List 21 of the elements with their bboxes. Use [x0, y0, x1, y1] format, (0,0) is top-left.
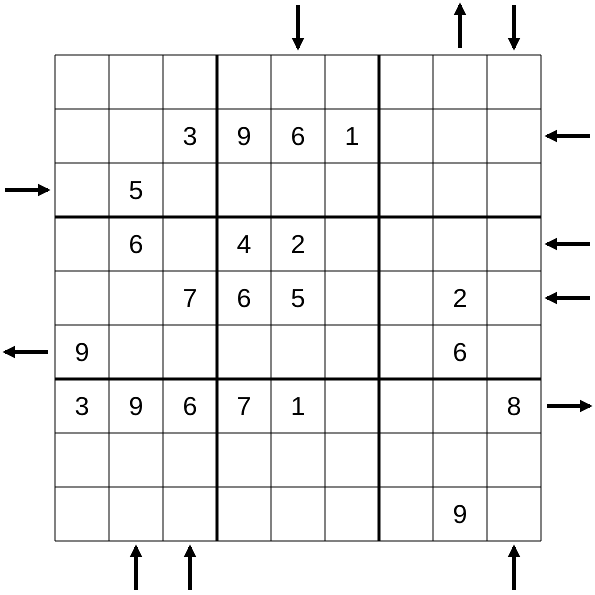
sudoku-digit: 7	[182, 282, 198, 315]
sudoku-digit: 5	[128, 174, 144, 207]
sudoku-digit: 5	[290, 282, 306, 315]
sudoku-digit: 9	[452, 498, 468, 531]
sudoku-digit: 4	[236, 228, 252, 261]
sudoku-digit: 6	[452, 336, 468, 369]
sudoku-digit: 6	[182, 390, 198, 423]
sudoku-digit: 2	[452, 282, 468, 315]
sudoku-digit: 9	[128, 390, 144, 423]
sudoku-digit: 9	[236, 120, 252, 153]
sudoku-digit: 3	[182, 120, 198, 153]
sudoku-digit: 1	[344, 120, 360, 153]
sudoku-digit: 7	[236, 390, 252, 423]
sudoku-digit: 6	[128, 228, 144, 261]
sudoku-digit: 3	[74, 390, 90, 423]
sudoku-digit: 9	[74, 336, 90, 369]
sudoku-digit: 8	[506, 390, 522, 423]
sudoku-digit: 6	[290, 120, 306, 153]
sudoku-digit: 1	[290, 390, 306, 423]
sudoku-digit: 2	[290, 228, 306, 261]
sudoku-digit: 6	[236, 282, 252, 315]
